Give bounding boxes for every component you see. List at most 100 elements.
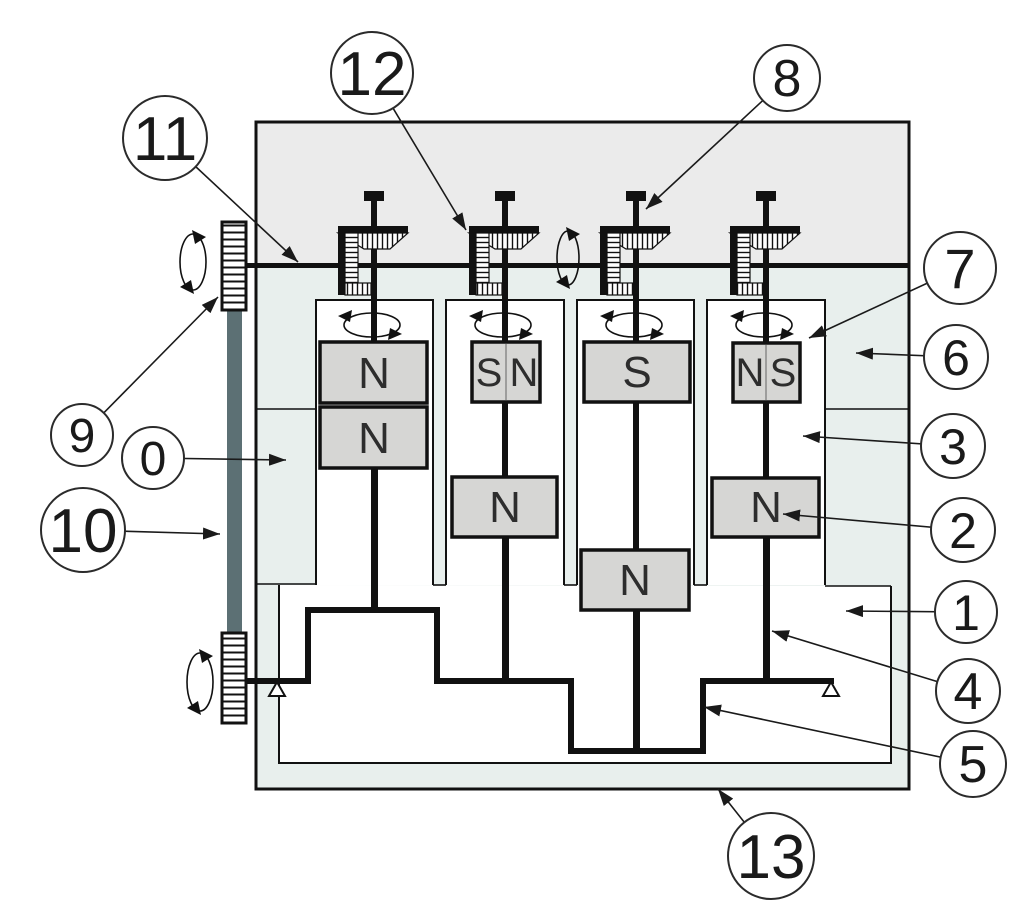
callout-label-11: 11 [133,105,197,174]
pivot-triangle-right [821,679,841,697]
lower-cavity [278,585,892,764]
gear-foot-3 [606,282,634,296]
bevel-gear-2 [466,226,541,296]
drive-belt [227,310,242,633]
spindle-top-bar-1 [364,191,384,201]
magnet-3-upper [582,340,692,404]
gear-bracket-bar-3 [600,226,607,295]
shaft-rotation-indicators [179,227,580,715]
callout-circle-5 [939,730,1007,798]
callout-circle-9 [50,403,114,467]
callout-label-7: 7 [944,237,975,300]
vessel-detail-lines [256,408,908,587]
callout-circle-2 [930,497,996,563]
rotor-shaft-upper-2 [502,201,508,342]
callout-11: 11 [122,95,208,181]
rotor-assembly-4: N S N [710,191,821,682]
magnet-4-left-label: N [736,351,765,395]
magnet-4-right-label: S [770,351,797,395]
callout-circle-4 [935,658,1001,724]
gear-top-bar-1 [338,226,408,233]
gear-foot-2 [475,282,503,296]
housing-outline [254,120,911,791]
callout-label-13: 13 [737,823,806,892]
callout-label-4: 4 [954,663,983,721]
callout-circle-10 [40,487,126,573]
rotor-shaft-upper-3 [633,201,639,342]
leader-4 [771,630,969,692]
rotation-arrow-ellipse-1 [343,312,401,338]
callout-circle-11 [122,95,208,181]
rotation-ellipse-bottom-left [186,652,214,712]
rotation-arrow-ellipse-3 [605,312,663,338]
magnet-1-mid [318,405,429,470]
rotation-arrowhead-4b [780,328,794,340]
main-drive-shaft [244,263,909,268]
callout-circle-1 [934,580,998,644]
magnet-4-upper [731,341,802,404]
callout-circle-6 [923,324,989,390]
callout-label-8: 8 [773,50,802,108]
callout-9: 9 [50,403,114,467]
callout-label-9: 9 [69,410,96,463]
gear-foot-1 [344,282,372,296]
rotation-arrowhead-4a [730,310,744,322]
gear-bracket-hatch-3 [606,232,621,284]
rotor-assembly-3: S N [579,191,692,752]
callout-label-3: 3 [939,419,967,475]
rotor-shaft-lower-3 [633,609,640,752]
callout-circle-0 [121,426,185,490]
callout-circle-8 [753,44,821,112]
rotation-arrowhead-tl-a [192,230,206,244]
rotation-arrowhead-2b [519,328,533,340]
rotation-arrow-ellipse-4 [735,312,793,338]
rack-belt-drive [220,220,248,725]
callout-label-6: 6 [942,330,970,386]
callout-0: 0 [121,426,185,490]
rotor-assembly-1: N N [318,191,429,610]
rotation-arrowhead-3a [600,310,614,322]
rotation-arrowhead-tl-b [180,280,194,294]
magnet-4-mid [710,476,821,539]
callout-10: 10 [40,487,126,573]
magnet-2-mid-label: N [489,483,521,532]
callout-3: 3 [920,413,986,479]
magnet-4-mid-label: N [750,483,782,532]
rotation-arrowhead-1a [338,310,352,322]
pinion-top [220,220,248,312]
callout-6: 6 [923,324,989,390]
rotation-ellipse-top-left [179,233,207,291]
callout-4: 4 [935,658,1001,724]
rotor-assembly-2: S N N [450,191,559,682]
rotation-arrowhead-ms-b [556,275,570,289]
callout-5: 5 [939,730,1007,798]
bevel-gear-3 [597,226,672,296]
spindle-top-bar-2 [495,191,515,201]
gear-bracket-hatch-2 [475,232,490,284]
magnet-2-mid [450,475,559,539]
callout-1: 1 [934,580,998,644]
pivot-triangle-left [267,679,287,697]
magnet-3-mid [579,548,691,612]
callout-circle-3 [920,413,986,479]
rotor-shaft-upper-4 [763,201,769,342]
gear-top-bar-2 [469,226,539,233]
gear-foot-4 [736,282,764,296]
magnet-1-upper-label: N [358,349,390,398]
callout-8: 8 [753,44,821,112]
gear-bracket-hatch-4 [736,232,751,284]
callout-7: 7 [923,231,997,305]
magnet-1-mid-label: N [358,414,390,463]
callout-label-5: 5 [959,736,988,794]
rotation-arrowhead-ms-a [566,227,580,241]
rotor-shaft-lower-2 [502,536,509,682]
callout-label-1: 1 [952,585,980,641]
bevel-gear-4 [727,226,802,296]
callout-12: 12 [330,31,414,115]
callout-13: 13 [727,812,815,900]
magnet-3-upper-label: S [622,348,651,397]
leader-5 [703,704,974,765]
rotor-shaft-mid-4 [763,402,769,479]
